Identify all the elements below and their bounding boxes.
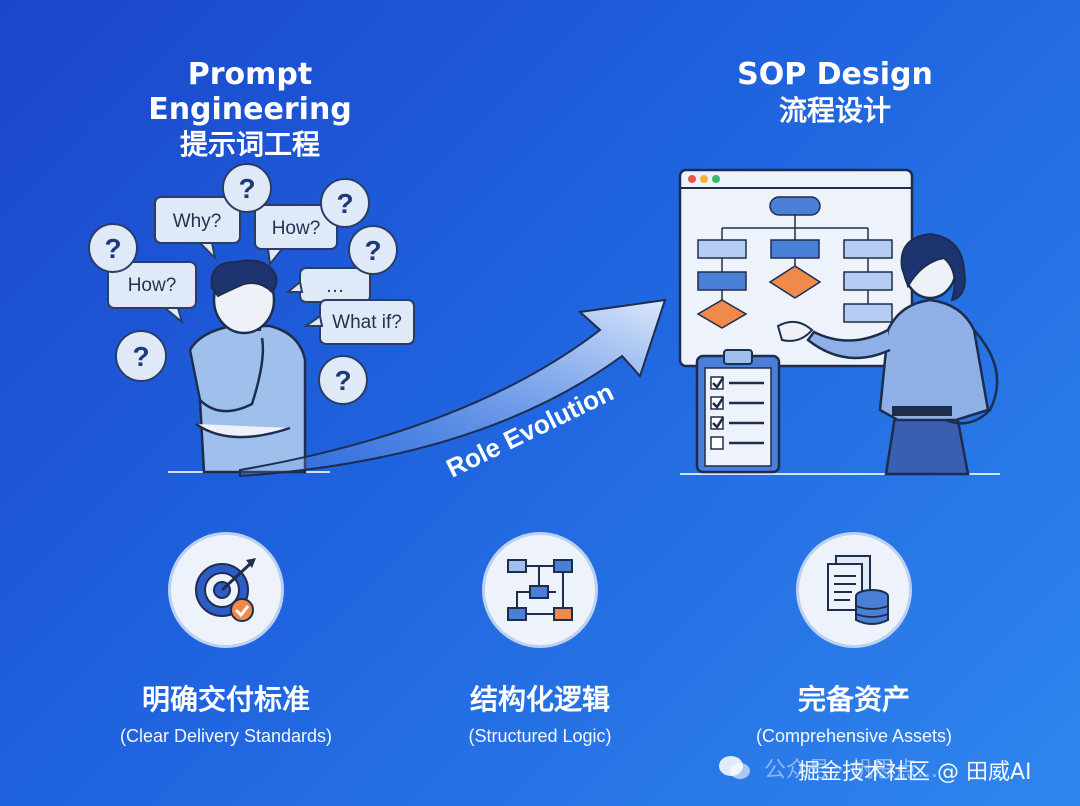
feature-comprehensive-assets: 完备资产 (Comprehensive Assets)	[724, 532, 984, 747]
svg-text:?: ?	[132, 341, 149, 372]
feature-structured-logic-title: 结构化逻辑	[469, 683, 610, 716]
question-bubble: ?	[318, 355, 368, 405]
svg-text:?: ?	[336, 188, 353, 219]
bubble-dots-text: …	[326, 276, 345, 297]
bubble-how-right-text: How?	[272, 218, 321, 239]
question-bubble: ?	[320, 178, 370, 228]
illustration-scene: Why? How? How? … What if? ? ? ? ? ?	[88, 163, 999, 478]
question-bubble: ?	[348, 225, 398, 275]
question-bubble: ?	[115, 330, 167, 382]
bubble-how-right: How?	[254, 204, 338, 267]
svg-text:?: ?	[238, 173, 255, 204]
feature-structured-logic: 结构化逻辑 (Structured Logic)	[410, 532, 670, 747]
feature-clear-delivery-subtitle: (Clear Delivery Standards)	[119, 726, 333, 746]
bubble-why: Why?	[154, 196, 241, 262]
feature-clear-delivery-title: 明确交付标准	[141, 683, 310, 716]
wechat-logo-icon	[719, 756, 750, 779]
svg-text:?: ?	[364, 235, 381, 266]
feature-icon-circle	[482, 532, 598, 648]
thinking-man-illustration	[188, 259, 307, 474]
watermark: 公众号 · 帆思点... 掘金技术社区 @ 田威AI	[712, 752, 1072, 786]
target-check-icon	[195, 558, 256, 622]
watermark-front-text: 掘金技术社区 @ 田威AI	[798, 760, 1032, 785]
bubble-what-if-text: What if?	[332, 312, 402, 333]
feature-comprehensive-assets-subtitle: (Comprehensive Assets)	[755, 726, 953, 746]
prompt-engineering-title-zh: 提示词工程	[179, 128, 320, 161]
sop-design-title-en: SOP Design	[737, 57, 933, 92]
bubble-how-left: How?	[107, 261, 197, 325]
feature-comprehensive-assets-title: 完备资产	[797, 683, 910, 716]
feature-icon-circle	[796, 532, 912, 648]
feature-structured-logic-subtitle: (Structured Logic)	[468, 726, 612, 746]
bubble-why-text: Why?	[173, 211, 222, 232]
flowchart-window	[678, 168, 914, 368]
watermark-back-text: 公众号 · 帆思点...	[764, 758, 938, 783]
feature-icon-circle	[168, 532, 284, 648]
sop-design-title: SOP Design 流程设计	[690, 57, 980, 127]
bubble-dots: …	[285, 267, 371, 303]
question-bubble: ?	[88, 223, 138, 273]
sop-design-title-zh: 流程设计	[778, 93, 891, 127]
flowchart-icon	[507, 559, 573, 621]
prompt-engineering-title-en: Prompt Engineering	[148, 57, 352, 127]
documents-database-icon	[827, 555, 889, 625]
window-close-dot	[688, 175, 696, 183]
presenter-woman-illustration	[776, 232, 999, 476]
window-minimize-dot	[700, 175, 708, 183]
prompt-engineering-title: Prompt Engineering 提示词工程	[90, 57, 410, 161]
checklist-clipboard	[695, 349, 781, 474]
window-maximize-dot	[712, 175, 720, 183]
bubble-how-left-text: How?	[128, 275, 177, 296]
question-bubble: ?	[222, 163, 272, 213]
svg-text:?: ?	[104, 233, 121, 264]
bubble-what-if: What if?	[302, 299, 415, 345]
feature-clear-delivery: 明确交付标准 (Clear Delivery Standards)	[96, 532, 356, 747]
svg-text:?: ?	[334, 365, 351, 396]
role-evolution-arrow	[239, 298, 667, 478]
